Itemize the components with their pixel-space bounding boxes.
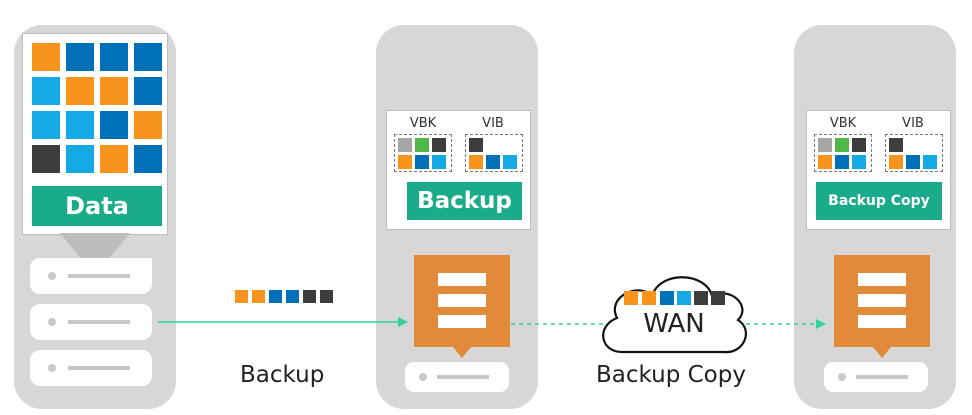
data-block xyxy=(66,111,94,139)
data-block xyxy=(32,43,60,71)
wan-cloud xyxy=(602,276,748,354)
backup-panel: VBK VIB Backup xyxy=(386,110,531,230)
copy-repository-icon xyxy=(834,255,930,358)
backup-copy-caption: Backup Copy xyxy=(596,362,746,388)
data-label: Data xyxy=(32,186,162,226)
data-block xyxy=(100,111,128,139)
data-block xyxy=(66,77,94,105)
vbk-label: VBK xyxy=(829,116,857,131)
source-funnel xyxy=(60,233,130,260)
copy-arrow-segment-2 xyxy=(746,319,826,329)
data-block xyxy=(32,111,60,139)
data-block xyxy=(32,77,60,105)
data-block xyxy=(100,43,128,71)
data-block xyxy=(134,77,162,105)
data-block xyxy=(134,111,162,139)
backup-repository-icon xyxy=(414,255,510,358)
backup-caption: Backup xyxy=(240,362,325,388)
data-block xyxy=(134,145,162,173)
wan-label: WAN xyxy=(643,309,705,339)
vib-label: VIB xyxy=(902,116,924,131)
data-block xyxy=(100,145,128,173)
source-drive-slots xyxy=(30,258,152,386)
vbk-file-box xyxy=(394,134,452,172)
vbk-label: VBK xyxy=(409,116,437,131)
backup-copy-label: Backup Copy xyxy=(816,182,942,220)
backup-transfer-blocks xyxy=(235,290,333,303)
backup-arrow xyxy=(158,317,408,327)
data-block xyxy=(66,145,94,173)
wan-transfer-blocks xyxy=(624,291,725,305)
vbk-file-box xyxy=(814,134,872,172)
vib-file-box xyxy=(465,134,523,172)
backup-label: Backup xyxy=(407,182,522,220)
source-data-panel: Data xyxy=(22,33,168,235)
data-block xyxy=(100,77,128,105)
backup-copy-panel: VBK VIB Backup Copy xyxy=(806,110,951,230)
data-block xyxy=(134,43,162,71)
data-block xyxy=(66,43,94,71)
vib-label: VIB xyxy=(482,116,504,131)
vib-file-box xyxy=(885,134,943,172)
data-block xyxy=(32,145,60,173)
